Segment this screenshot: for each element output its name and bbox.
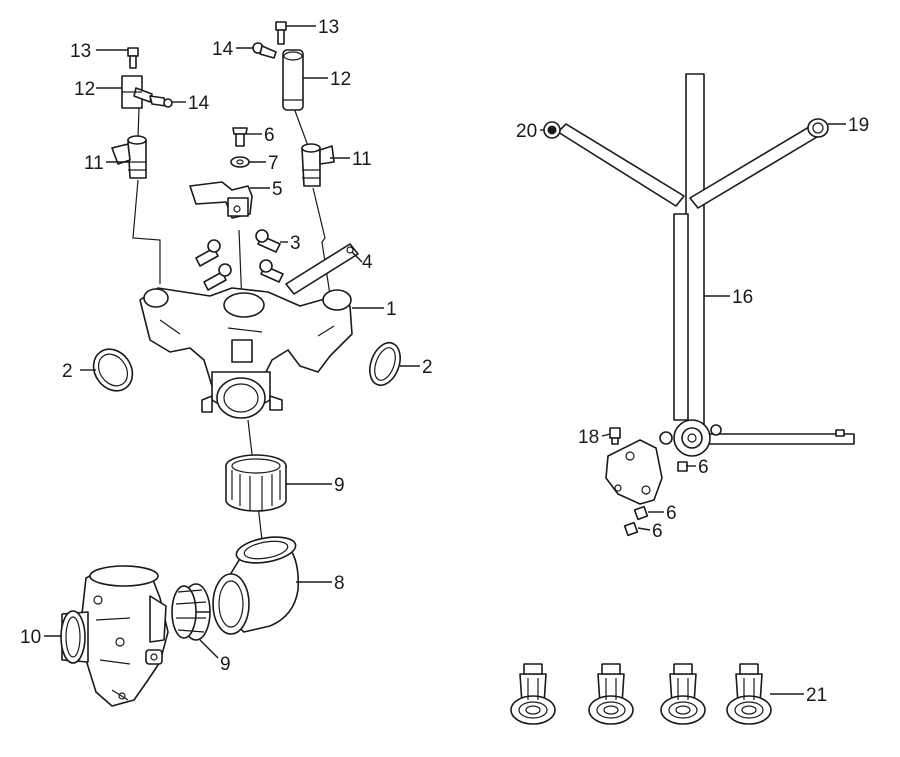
fitting-14-right bbox=[252, 42, 277, 59]
intake-boot bbox=[212, 536, 300, 635]
bolts-6-lower bbox=[623, 461, 688, 537]
callout-19: 19 bbox=[848, 115, 869, 136]
injector-left bbox=[111, 135, 147, 179]
nut-18 bbox=[609, 427, 621, 445]
bracket-plate bbox=[285, 243, 359, 295]
o-ring-right bbox=[369, 341, 401, 387]
callout-14-left: 14 bbox=[188, 93, 210, 114]
cap-20 bbox=[543, 121, 561, 139]
hose-clamp-top bbox=[225, 454, 287, 512]
callout-2-right: 2 bbox=[422, 357, 433, 378]
bolt-set bbox=[195, 229, 284, 291]
breather-hose-assembly bbox=[557, 73, 855, 457]
filter-element-1 bbox=[510, 663, 556, 725]
callout-18: 18 bbox=[578, 427, 599, 448]
fitting-14-left bbox=[149, 95, 173, 108]
callout-12-right: 12 bbox=[330, 69, 351, 90]
callout-10: 10 bbox=[20, 627, 41, 648]
callout-6-b: 6 bbox=[666, 503, 677, 524]
callout-4: 4 bbox=[362, 252, 373, 273]
callout-8: 8 bbox=[334, 573, 345, 594]
callout-9-top: 9 bbox=[334, 475, 345, 496]
callout-6-c: 6 bbox=[652, 521, 663, 542]
washer-top bbox=[230, 156, 250, 168]
callout-1: 1 bbox=[386, 299, 397, 320]
callout-labels: 13 13 14 14 12 12 11 11 6 7 5 3 4 1 2 2 … bbox=[20, 17, 869, 706]
callout-20: 20 bbox=[516, 121, 537, 142]
assembly-guide-lines bbox=[132, 107, 331, 541]
o-ring-left bbox=[92, 348, 134, 392]
callout-3: 3 bbox=[290, 233, 301, 254]
cap-19 bbox=[807, 118, 829, 138]
callout-9-bottom: 9 bbox=[220, 654, 231, 675]
callout-14-right: 14 bbox=[212, 39, 234, 60]
callout-6-a: 6 bbox=[698, 457, 709, 478]
callout-16: 16 bbox=[732, 287, 753, 308]
mount-bracket bbox=[605, 439, 663, 505]
injector-right bbox=[301, 143, 335, 187]
callout-13-right: 13 bbox=[318, 17, 339, 38]
filter-element-4 bbox=[726, 663, 772, 725]
leader-lines bbox=[44, 25, 846, 695]
bolt-13-left bbox=[127, 47, 139, 69]
intake-manifold bbox=[139, 287, 353, 419]
filter-element-2 bbox=[588, 663, 634, 725]
fuel-rail-left bbox=[121, 75, 153, 109]
sensor-body bbox=[189, 181, 253, 219]
callout-11-left: 11 bbox=[84, 153, 104, 174]
callout-13-left: 13 bbox=[70, 41, 91, 62]
hose-clamp-bottom bbox=[171, 583, 211, 641]
callout-6-top: 6 bbox=[264, 125, 275, 146]
throttle-body bbox=[60, 565, 169, 707]
callout-5: 5 bbox=[272, 179, 283, 200]
bolt-13-right bbox=[275, 21, 287, 45]
callout-11-right: 11 bbox=[352, 149, 372, 170]
callout-7: 7 bbox=[268, 153, 279, 174]
bolt-top bbox=[232, 127, 248, 147]
filter-element-3 bbox=[660, 663, 706, 725]
fuel-rail-right bbox=[282, 49, 304, 111]
callout-21: 21 bbox=[806, 685, 827, 706]
callout-2-left: 2 bbox=[62, 361, 73, 382]
callout-12-left: 12 bbox=[74, 79, 95, 100]
